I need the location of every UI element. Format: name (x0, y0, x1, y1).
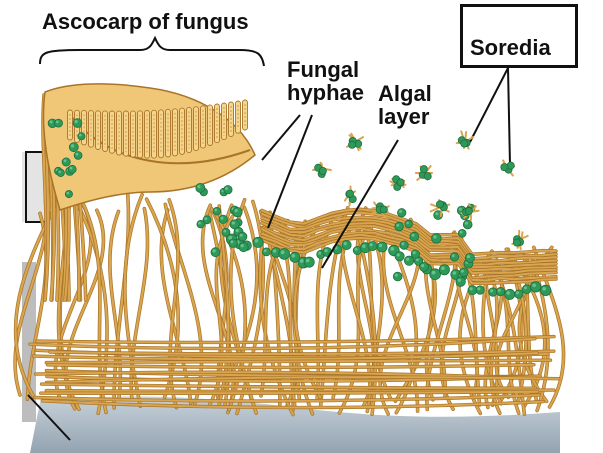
algal-layer-label-line2: layer (378, 104, 430, 130)
algal-layer-label-line1: Algal (378, 81, 432, 106)
ascocarp-cup (42, 83, 256, 211)
asci-group (67, 99, 248, 159)
hyphae-leader-1 (261, 114, 301, 161)
soredia-leader-1 (469, 67, 509, 143)
fungal-hyphae-label: Fungal hyphae (287, 58, 364, 104)
hyphae-leader-2 (267, 114, 313, 229)
soredia-label: Soredia (470, 35, 551, 60)
soredia-clusters (312, 130, 529, 251)
soredia-label-box (460, 4, 578, 68)
ascocarp-bracket (39, 35, 265, 67)
soredia-leader-2 (507, 67, 511, 166)
fungal-hyphae-label-line1: Fungal (287, 57, 360, 82)
fungal-hyphae-label-line2: hyphae (287, 80, 365, 106)
algal-leader (321, 139, 399, 269)
algal-layer-label: Algal layer (378, 82, 432, 128)
bottom-pointer (27, 394, 71, 441)
hyphae-network (13, 93, 566, 417)
algal-cells (47, 118, 552, 300)
substrate (30, 396, 560, 453)
ascocarp-label: Ascocarp of fungus (42, 9, 249, 34)
leader-lines (27, 35, 511, 441)
